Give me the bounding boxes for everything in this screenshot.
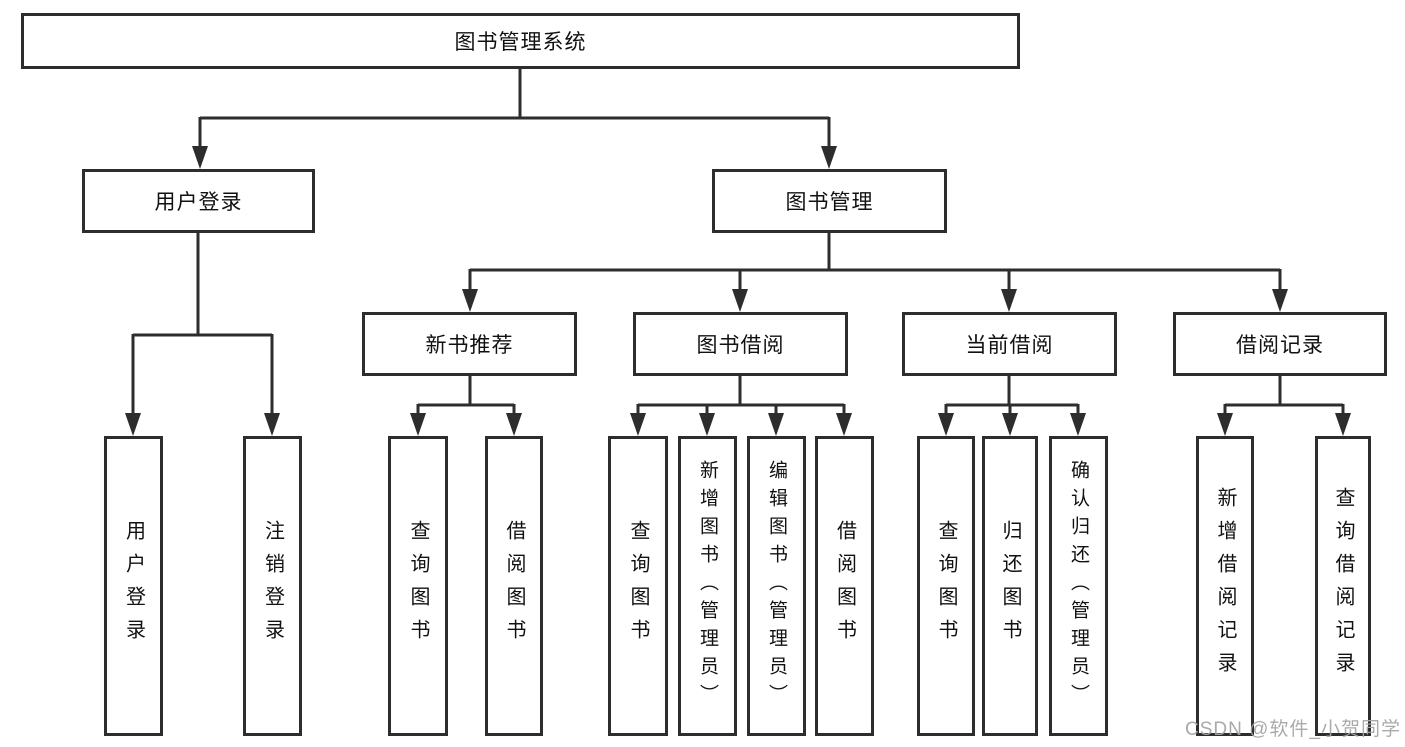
node-book-borrowing: 图书借阅 xyxy=(633,312,848,376)
leaf-borrowing-query-book: 查询图书 xyxy=(608,436,668,736)
leaf-recommend-borrow-book: 借阅图书 xyxy=(485,436,543,736)
leaf-add-borrow-record: 新增借阅记录 xyxy=(1196,436,1254,736)
leaf-borrow-book-label: 借阅图书 xyxy=(833,520,856,652)
node-book-management-label: 图书管理 xyxy=(785,191,874,214)
leaf-borrowing-query-book-label: 查询图书 xyxy=(627,520,649,652)
leaf-confirm-return-admin-label: 确认归还（管理员） xyxy=(1068,460,1089,712)
leaf-add-borrow-record-label: 新增借阅记录 xyxy=(1214,487,1236,685)
leaf-user-login: 用户登录 xyxy=(104,436,163,736)
leaf-confirm-return-admin: 确认归还（管理员） xyxy=(1049,436,1108,736)
node-root: 图书管理系统 xyxy=(21,13,1020,69)
node-root-label: 图书管理系统 xyxy=(454,31,587,54)
leaf-user-login-label: 用户登录 xyxy=(122,520,145,652)
leaf-edit-book-admin-label: 编辑图书（管理员） xyxy=(766,460,787,712)
leaf-add-book-admin: 新增图书（管理员） xyxy=(678,436,737,736)
node-borrowing-records-label: 借阅记录 xyxy=(1236,334,1324,357)
leaf-query-borrow-record: 查询借阅记录 xyxy=(1315,436,1371,736)
leaf-current-query-book-label: 查询图书 xyxy=(935,520,957,652)
node-borrowing-records: 借阅记录 xyxy=(1173,312,1387,376)
leaf-add-book-admin-label: 新增图书（管理员） xyxy=(697,460,718,712)
leaf-recommend-query-book-label: 查询图书 xyxy=(407,520,429,652)
leaf-return-book-label: 归还图书 xyxy=(999,520,1021,652)
node-current-borrowing: 当前借阅 xyxy=(902,312,1117,376)
node-book-management: 图书管理 xyxy=(712,169,947,233)
node-new-book-recommendation: 新书推荐 xyxy=(362,312,577,376)
node-user-login-label: 用户登录 xyxy=(154,191,243,214)
leaf-borrow-book: 借阅图书 xyxy=(815,436,874,736)
leaf-query-borrow-record-label: 查询借阅记录 xyxy=(1332,487,1354,685)
watermark-text: CSDN @软件_小贺同学 xyxy=(1185,719,1401,740)
node-user-login: 用户登录 xyxy=(82,169,315,233)
node-new-book-recommendation-label: 新书推荐 xyxy=(425,334,514,357)
leaf-logout: 注销登录 xyxy=(243,436,302,736)
node-current-borrowing-label: 当前借阅 xyxy=(965,334,1054,357)
leaf-return-book: 归还图书 xyxy=(982,436,1038,736)
leaf-recommend-query-book: 查询图书 xyxy=(388,436,448,736)
leaf-logout-label: 注销登录 xyxy=(261,520,284,652)
leaf-recommend-borrow-book-label: 借阅图书 xyxy=(503,520,525,652)
leaf-current-query-book: 查询图书 xyxy=(917,436,975,736)
leaf-edit-book-admin: 编辑图书（管理员） xyxy=(747,436,806,736)
node-book-borrowing-label: 图书借阅 xyxy=(696,334,785,357)
